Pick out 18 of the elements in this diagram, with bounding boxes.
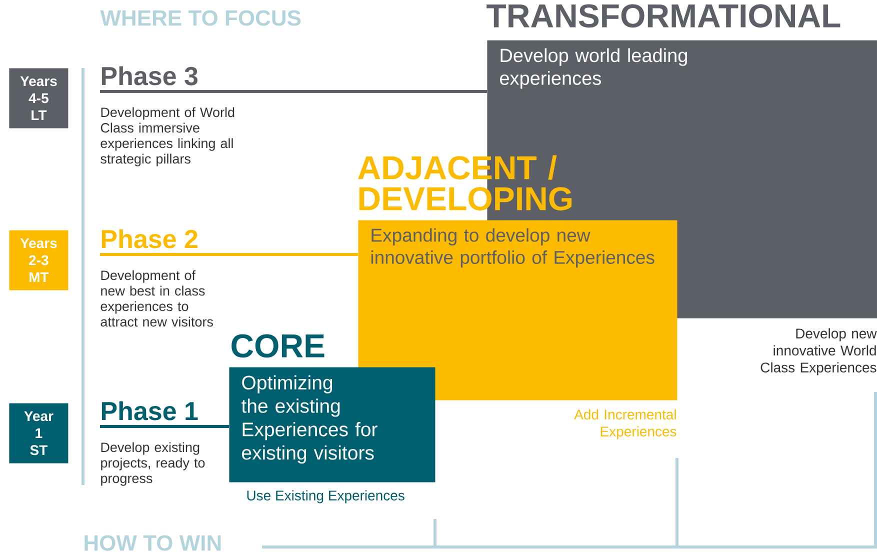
panel: Optimizing the existing Experiences for existing visitors [229,367,436,482]
underline [100,90,487,94]
panel: Expanding to develop new innovative portfolio of Experiences [358,220,678,400]
phase-heading: Phase 1 [102,401,198,420]
year-box: Years 4-5 LT [9,68,68,128]
underline [100,425,229,428]
phase-heading: Phase 2 [102,229,198,248]
panel-heading: CORE [232,334,324,358]
phase-heading: Phase 3 [102,66,198,86]
section-title: HOW TO WIN [84,535,221,551]
section-title: WHERE TO FOCUS [100,10,301,26]
phase-description: Development of World Class immersive experiences linking all strategic pillars [100,107,234,166]
phase-description: Development of new best in class experiences to attract new visitors [100,270,213,327]
year-box: Years 2-3 MT [9,230,68,290]
phase-description: Develop existing projects, ready to progress [101,442,205,486]
panel-heading: TRANSFORMATIONAL [486,4,840,28]
year-box: Year 1 ST [9,403,68,464]
underline [100,253,358,256]
